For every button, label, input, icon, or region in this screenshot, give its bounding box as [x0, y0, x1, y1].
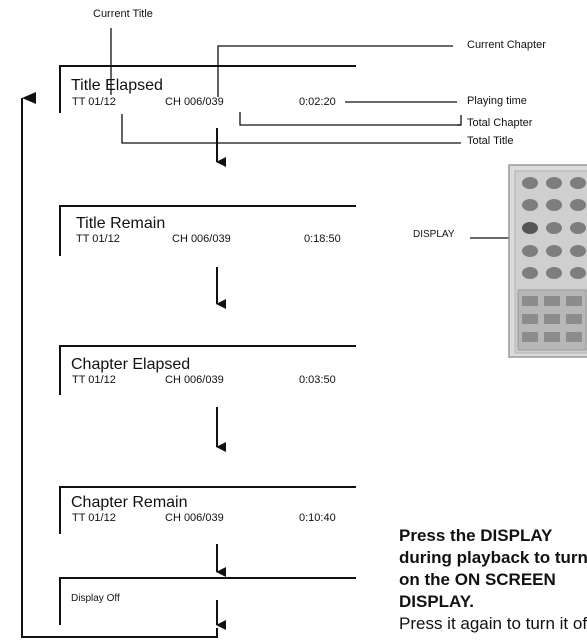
screen-title-number: TT 01/12	[76, 233, 120, 245]
label-total-chapter: Total Chapter	[467, 117, 532, 129]
instruction-bold: Press the DISPLAY during playback to tur…	[399, 526, 587, 611]
label-current-chapter: Current Chapter	[467, 39, 546, 51]
screen-time: 0:03:50	[299, 374, 336, 386]
screen-chapter-number: CH 006/039	[165, 512, 224, 524]
label-current-title: Current Title	[93, 8, 153, 20]
screen-title: Display Off	[71, 593, 120, 604]
leader-total-title	[122, 114, 461, 143]
screen-chapter-number: CH 006/039	[165, 374, 224, 386]
screen-title-number: TT 01/12	[72, 374, 116, 386]
label-playing-time: Playing time	[467, 95, 527, 107]
screen-title: Title Elapsed	[71, 77, 163, 95]
screen-title: Chapter Elapsed	[71, 356, 190, 374]
instruction-normal: Press it again to turn it off.	[399, 614, 587, 633]
screen-chapter-number: CH 006/039	[172, 233, 231, 245]
screen-chapter-number: CH 006/039	[165, 96, 224, 108]
screen-title-number: TT 01/12	[72, 512, 116, 524]
screen-time: 0:18:50	[304, 233, 341, 245]
remote-control-illustration	[509, 165, 587, 357]
label-display-button: DISPLAY	[413, 229, 455, 240]
screen-title: Chapter Remain	[71, 494, 188, 512]
screen-title-number: TT 01/12	[72, 96, 116, 108]
label-total-title: Total Title	[467, 135, 513, 147]
leader-total-chapter	[240, 112, 461, 125]
leader-current-chapter	[218, 46, 453, 97]
screen-time: 0:02:20	[299, 96, 336, 108]
instruction-text: Press the DISPLAY during playback to tur…	[399, 525, 587, 635]
screen-time: 0:10:40	[299, 512, 336, 524]
screen-title: Title Remain	[76, 215, 165, 233]
